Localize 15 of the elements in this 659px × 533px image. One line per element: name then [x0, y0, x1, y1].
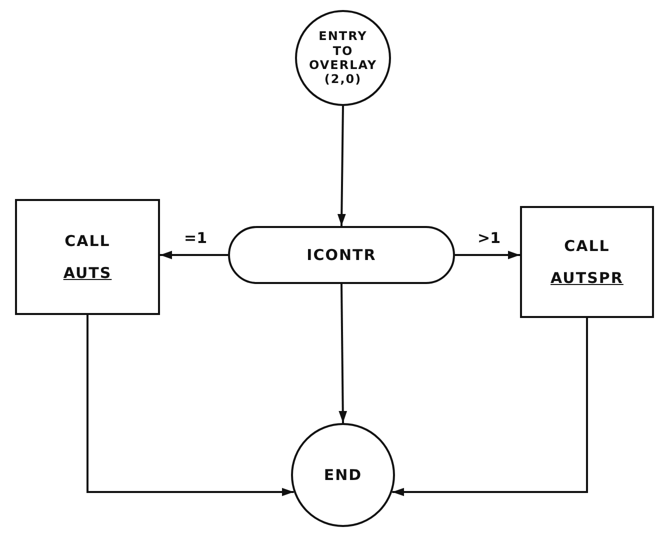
- arrow: [455, 250, 520, 260]
- arrow: [392, 318, 588, 496]
- node-label: ICONTR: [306, 246, 376, 264]
- arrow: [338, 284, 348, 424]
- arrow: [337, 106, 346, 226]
- node-label: CALL: [564, 237, 610, 255]
- arrow: [86, 315, 294, 496]
- process-box: [15, 199, 160, 315]
- node-label: END: [324, 466, 362, 484]
- node-label: ENTRY TO OVERLAY (2,0): [308, 29, 378, 87]
- arrow: [160, 250, 228, 260]
- node-label: CALL: [64, 232, 110, 250]
- routine-name: AUTSPR: [550, 269, 624, 287]
- process-box: [520, 206, 654, 318]
- routine-name: AUTS: [63, 264, 112, 282]
